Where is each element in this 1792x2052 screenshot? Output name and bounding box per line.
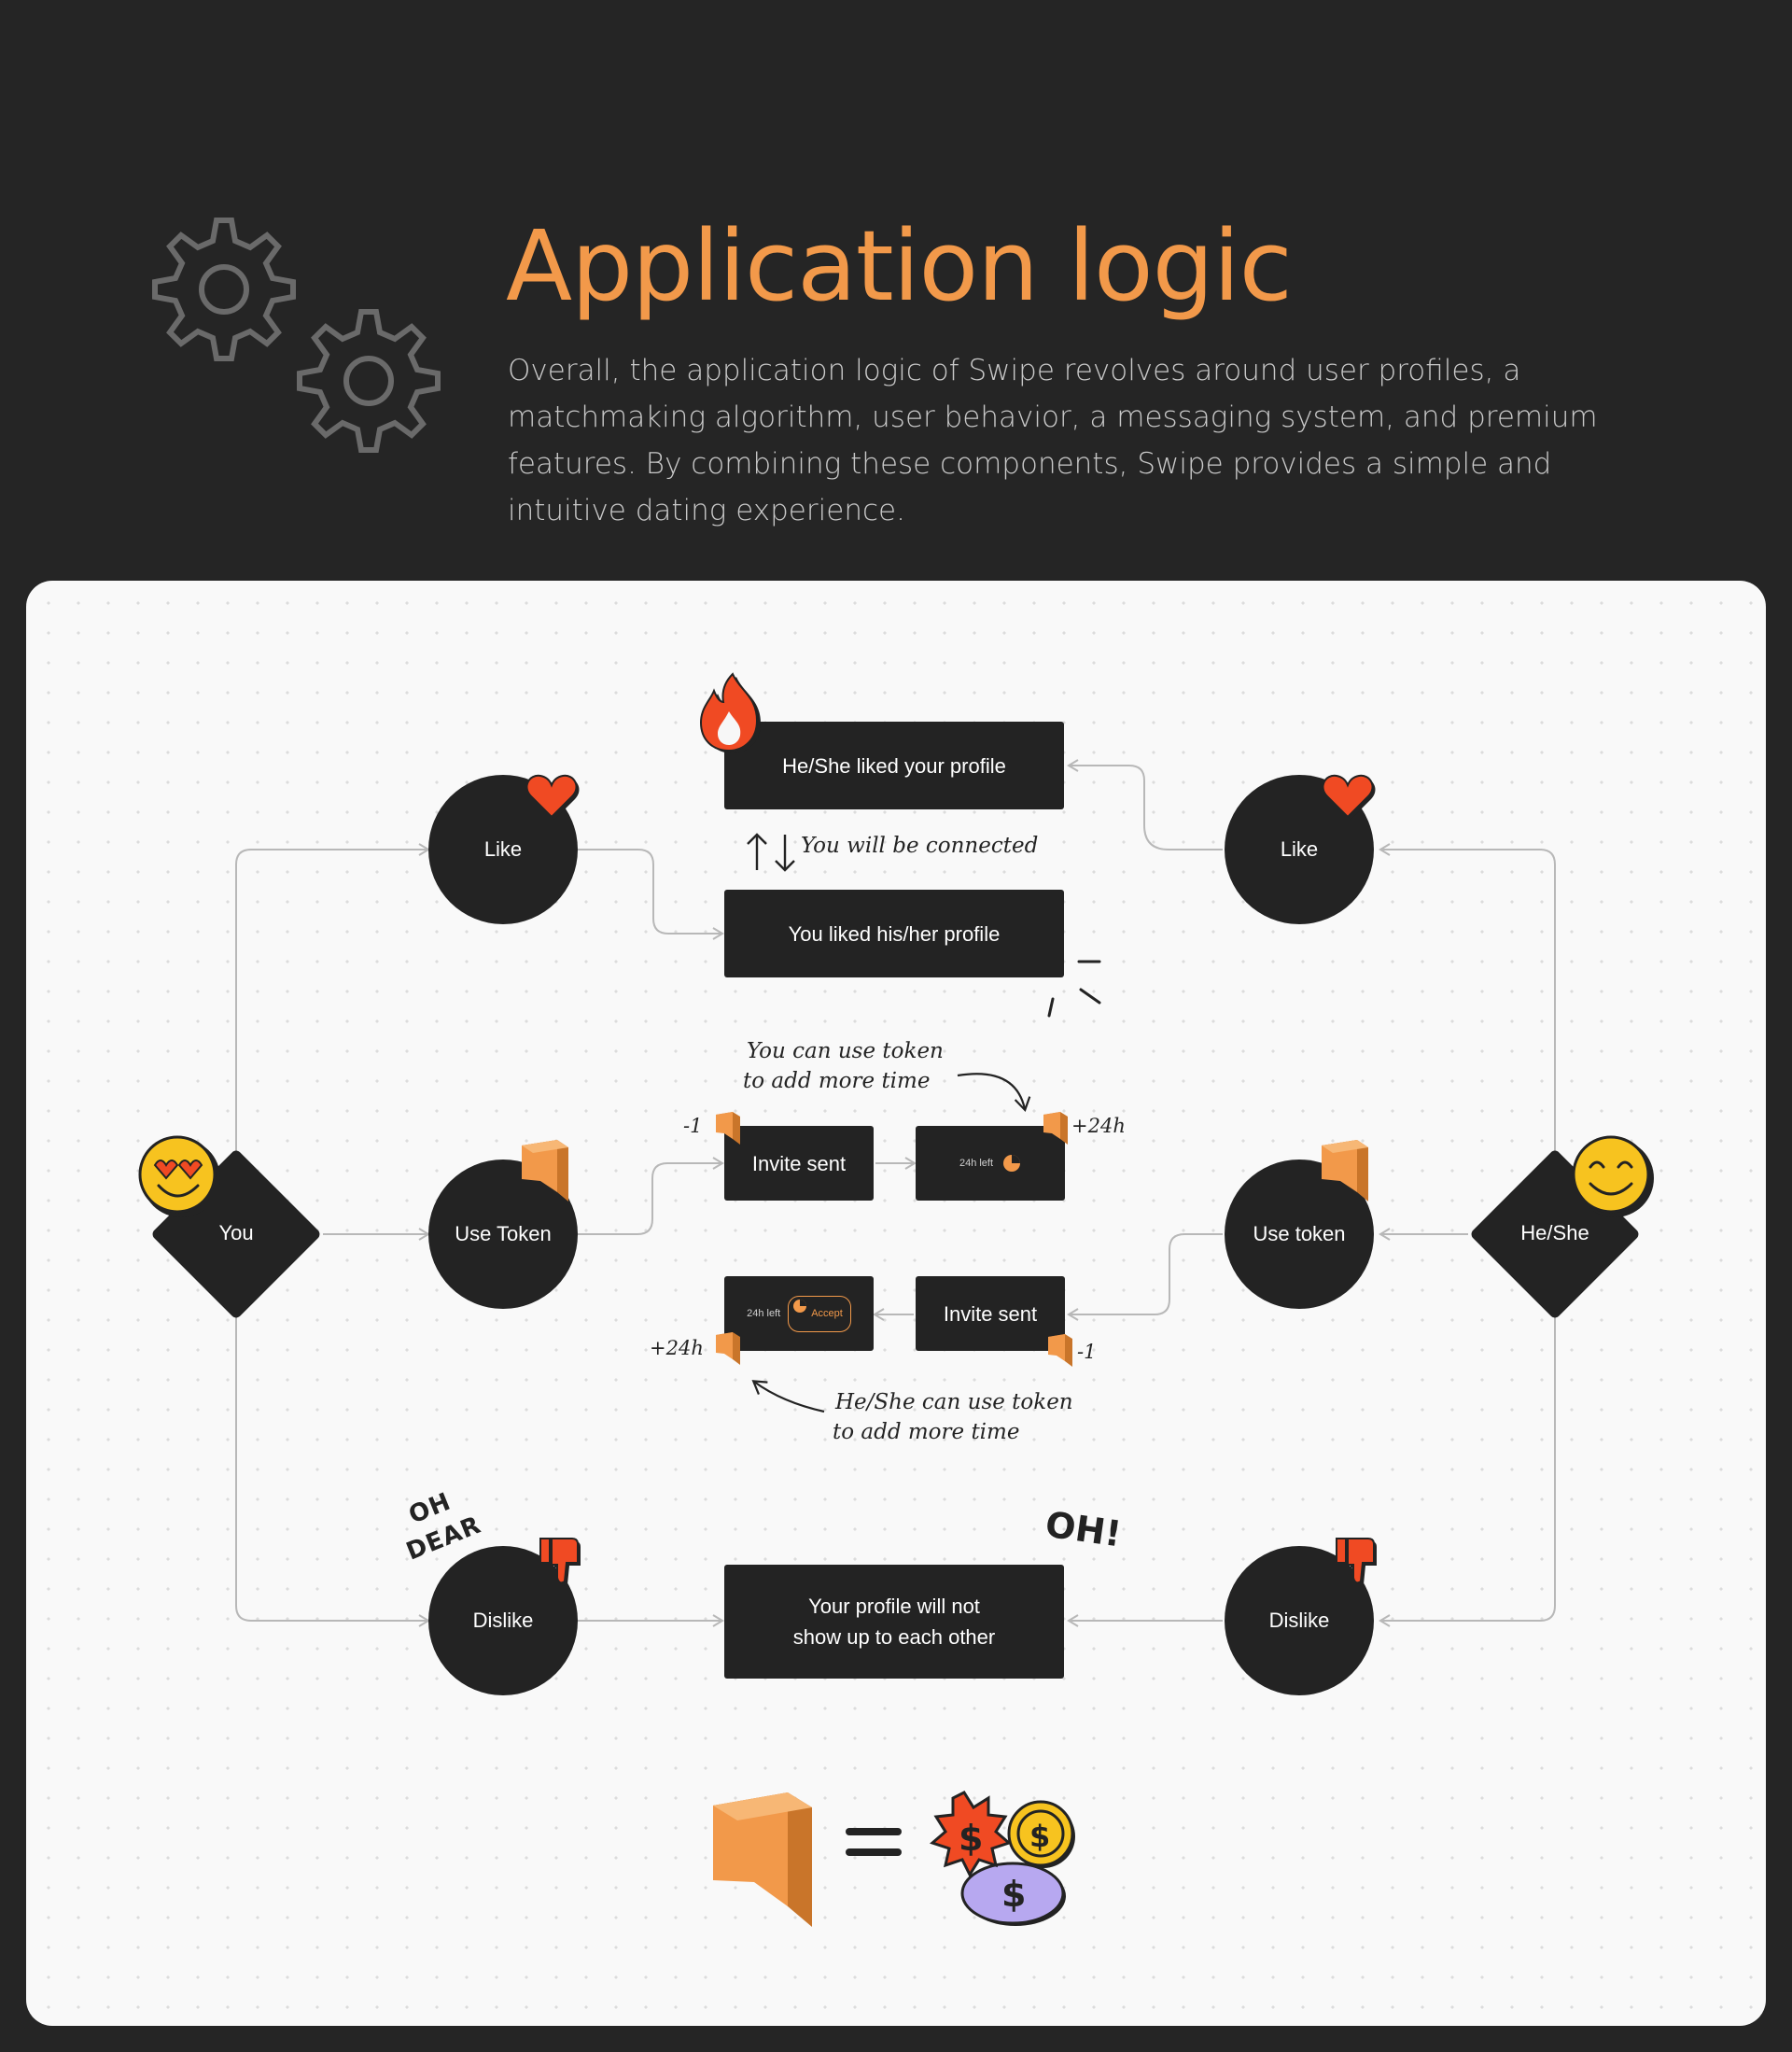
token-icon (716, 1112, 740, 1145)
minus-token-bottom: -1 (1077, 1341, 1097, 1363)
invite-sent-bottom-box: Invite sent (916, 1276, 1065, 1351)
heart-eyes-emoji-icon (138, 1135, 220, 1217)
svg-text:$: $ (1029, 1819, 1050, 1854)
thumbs-down-icon (539, 1538, 581, 1586)
diagram-panel: You He/She Like Use Token Dislike Like U… (26, 581, 1766, 2026)
you-liked-profile-box: You liked his/her profile (724, 890, 1064, 977)
heshe-use-token-label: Use token (1253, 1222, 1346, 1245)
timer-bottom-box: 24h left Accept (724, 1276, 874, 1351)
token-icon (1043, 1112, 1068, 1145)
svg-text:$: $ (1001, 1874, 1026, 1915)
invite-sent-top-box: Invite sent (724, 1126, 874, 1201)
connected-note: You will be connected (801, 834, 1039, 858)
svg-text:$: $ (959, 1818, 983, 1859)
thumbs-down-icon (1336, 1538, 1377, 1586)
page-description: Overall, the application logic of Swipe … (508, 354, 1598, 527)
heart-icon (525, 774, 580, 820)
no-show-line-2: show up to each other (792, 1625, 996, 1649)
no-show-line-1: Your profile will not (808, 1595, 980, 1618)
you-label: You (218, 1221, 254, 1244)
token-icon (1322, 1140, 1368, 1202)
you-like-label: Like (483, 837, 523, 861)
you-dislike-label: Dislike (472, 1609, 534, 1632)
you-dislike-node[interactable]: Dislike (428, 1546, 578, 1695)
smiley-emoji-icon (1572, 1135, 1654, 1217)
heshe-label: He/She (1520, 1221, 1589, 1244)
timer-bottom-label: 24h left (747, 1307, 781, 1319)
heshe-dislike-label: Dislike (1268, 1609, 1330, 1632)
accept-label: Accept (811, 1307, 843, 1319)
plus-time-top: +24h (1071, 1115, 1126, 1137)
fire-icon (699, 672, 761, 753)
liked-your-profile-box: He/She liked your profile (724, 722, 1064, 809)
heshe-dislike-node[interactable]: Dislike (1225, 1546, 1374, 1695)
equals-sign (846, 1824, 902, 1862)
minus-token-top: -1 (683, 1115, 703, 1137)
timer-top-label: 24h left (959, 1157, 994, 1169)
no-show-box: Your profile will not show up to each ot… (724, 1565, 1064, 1679)
timer-icon (793, 1299, 807, 1313)
token-icon (522, 1140, 568, 1202)
token-icon (1048, 1334, 1072, 1367)
liked-your-profile-label: He/She liked your profile (782, 753, 1006, 778)
oh-sticker: OH! (1043, 1503, 1125, 1555)
accept-button[interactable]: Accept (788, 1295, 851, 1332)
heshe-like-label: Like (1280, 837, 1319, 861)
invite-sent-bottom-label: Invite sent (943, 1301, 1038, 1326)
token-legend-icon (713, 1792, 812, 1927)
timer-icon (1003, 1155, 1021, 1172)
page-title: Application logic (506, 209, 1293, 323)
you-token-note-1: You can use token (747, 1039, 944, 1063)
heart-icon (1322, 774, 1376, 820)
money-icon: $ $ $ (930, 1791, 1075, 1926)
he-token-note-2: to add more time (833, 1420, 1020, 1444)
he-token-note-1: He/She can use token (835, 1390, 1073, 1414)
header: Application logic Overall, the applicati… (0, 0, 1792, 579)
you-liked-profile-label: You liked his/her profile (788, 921, 1001, 946)
token-icon (716, 1332, 740, 1365)
connector-lines (235, 759, 1556, 1627)
you-token-note-2: to add more time (743, 1069, 931, 1093)
gears-icon (152, 218, 441, 453)
timer-top-box: 24h left (916, 1126, 1065, 1201)
plus-time-bottom: +24h (650, 1337, 704, 1359)
invite-sent-top-label: Invite sent (751, 1151, 847, 1175)
you-use-token-label: Use Token (455, 1222, 552, 1245)
